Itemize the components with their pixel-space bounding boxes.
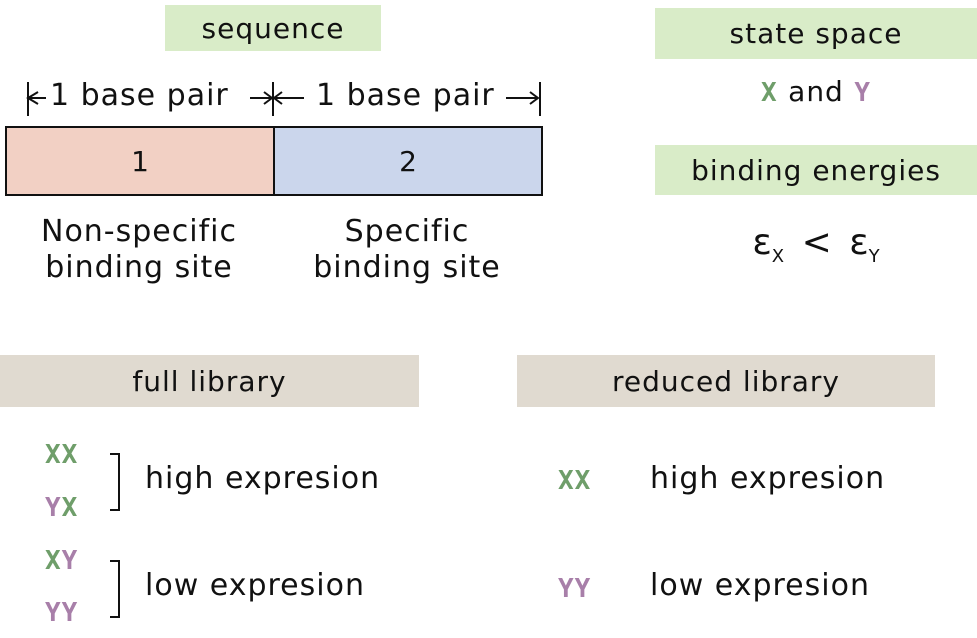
less-than: < — [801, 222, 832, 263]
state-y: Y — [854, 78, 872, 108]
site-2-label-line1: Specific — [344, 214, 470, 249]
site-2-box: 2 — [273, 126, 543, 196]
reduced-library-header: reduced library — [517, 355, 935, 407]
site-2-label: Specific binding site — [273, 214, 541, 286]
state-x: X — [760, 78, 778, 108]
epsilon-y: ε — [849, 222, 869, 263]
full-library-header: full library — [0, 355, 419, 407]
base-pair-label-1: 1 base pair — [50, 78, 229, 113]
full-low-label: low expresion — [145, 568, 365, 603]
site-1-label-line1: Non-specific — [41, 214, 237, 249]
epsilon-x-subscript: X — [771, 246, 785, 268]
binding-energies-header: binding energies — [655, 145, 977, 195]
state-and: and — [788, 75, 844, 108]
full-high-label: high expresion — [145, 461, 381, 496]
site-1-number: 1 — [131, 144, 149, 178]
high-expression-bracket — [110, 453, 120, 511]
site-1-label-line2: binding site — [45, 250, 233, 285]
site-1-box: 1 — [5, 126, 275, 196]
epsilon-y-subscript: Y — [868, 246, 880, 268]
reduced-seq-yy: YY — [558, 574, 592, 604]
base-pair-arrows — [26, 82, 541, 116]
base-pair-label-2: 1 base pair — [316, 78, 495, 113]
site-2-number: 2 — [399, 144, 417, 178]
low-expression-bracket — [110, 560, 120, 618]
binding-energy-inequality: εX < εY — [655, 222, 977, 267]
site-1-label: Non-specific binding site — [5, 214, 273, 286]
full-seq-yx: YX — [45, 493, 79, 523]
full-seq-xy: XY — [45, 546, 79, 576]
full-seq-xx: XX — [45, 440, 79, 470]
reduced-high-label: high expresion — [650, 461, 886, 496]
full-seq-yy: YY — [45, 598, 79, 628]
epsilon-x: ε — [752, 222, 772, 263]
reduced-low-label: low expresion — [650, 568, 870, 603]
reduced-seq-xx: XX — [558, 466, 592, 496]
site-2-label-line2: binding site — [313, 250, 501, 285]
sequence-header: sequence — [165, 5, 381, 51]
state-space-header: state space — [655, 8, 977, 59]
state-space-values: X and Y — [655, 74, 977, 109]
